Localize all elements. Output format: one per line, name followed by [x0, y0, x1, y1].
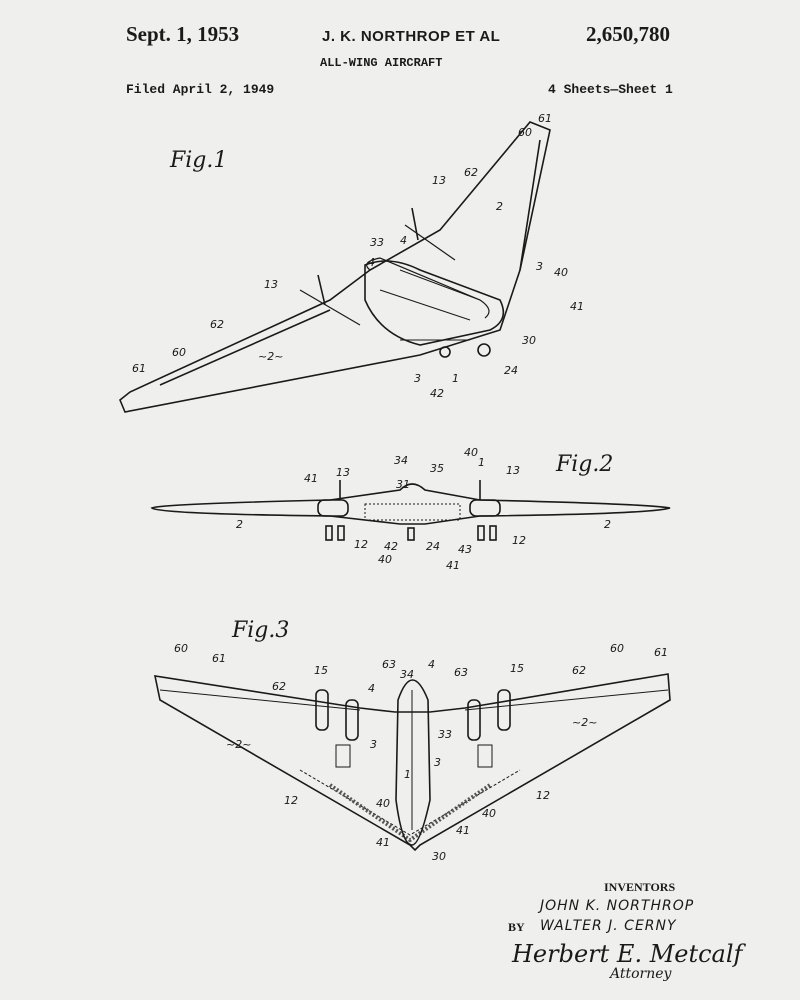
ref-numeral: 3: [434, 756, 441, 769]
by-label: BY: [508, 920, 525, 934]
ref-numeral: 4: [368, 682, 375, 695]
ref-numeral: 12: [354, 538, 368, 551]
ref-numeral: 61: [132, 362, 146, 375]
ref-numeral: 40: [554, 266, 568, 279]
fig2-drawing: [150, 480, 671, 541]
ref-numeral: 34: [394, 454, 408, 467]
fig3-label: Fig.3: [232, 618, 290, 643]
ref-numeral: 12: [536, 789, 550, 802]
attorney-label: Attorney: [610, 966, 672, 982]
ref-numeral: 30: [432, 850, 446, 863]
ref-numeral: 1: [452, 372, 459, 385]
ref-numeral: 2: [604, 518, 611, 531]
ref-numeral: 40: [378, 553, 392, 566]
ref-numeral: 63: [454, 666, 468, 679]
ref-numeral: 41: [446, 559, 460, 572]
ref-numeral: 34: [400, 668, 414, 681]
ref-numeral: 62: [572, 664, 586, 677]
ref-numeral: 41: [570, 300, 584, 313]
ref-numeral: 60: [610, 642, 624, 655]
ref-numeral: 40: [376, 797, 390, 810]
fig2-label: Fig.2: [556, 452, 614, 477]
ref-numeral: 60: [174, 642, 188, 655]
ref-numeral: 63: [382, 658, 396, 671]
ref-numeral: 4: [428, 658, 435, 671]
ref-numeral: 42: [384, 540, 398, 553]
attorney-signature: Herbert E. Metcalf: [512, 940, 743, 968]
fig3-drawing: [153, 673, 671, 852]
filed-date: Filed April 2, 1949: [126, 82, 275, 97]
ref-numeral: 31: [396, 478, 410, 491]
ref-numeral: 42: [430, 387, 444, 400]
ref-numeral: 41: [376, 836, 390, 849]
ref-numeral: 40: [482, 807, 496, 820]
ref-numeral: 2: [236, 518, 243, 531]
ref-numeral: 33: [438, 728, 452, 741]
ref-numeral: 40: [464, 446, 478, 459]
ref-numeral: 60: [172, 346, 186, 359]
ref-numeral: ~2~: [258, 350, 284, 363]
fig1-label: Fig.1: [170, 148, 228, 173]
ref-numeral: 13: [264, 278, 278, 291]
inventor-name-2: WALTER J. CERNY: [540, 918, 677, 934]
ref-numeral: 4: [400, 234, 407, 247]
ref-numeral: 41: [456, 824, 470, 837]
ref-numeral: ~2~: [226, 738, 252, 751]
ref-numeral: 62: [464, 166, 478, 179]
ref-numeral: 3: [414, 372, 421, 385]
ref-numeral: 60: [518, 126, 532, 139]
ref-numeral: 15: [510, 662, 524, 675]
ref-numeral: 61: [654, 646, 668, 659]
ref-numeral: 35: [430, 462, 444, 475]
ref-numeral: 62: [210, 318, 224, 331]
ref-numeral: 12: [284, 794, 298, 807]
ref-numeral: 13: [432, 174, 446, 187]
ref-numeral: 41: [304, 472, 318, 485]
inventor-header: J. K. NORTHROP ET AL: [322, 28, 501, 45]
ref-numeral: 4: [368, 256, 375, 269]
ref-numeral: 61: [538, 112, 552, 125]
ref-numeral: 3: [536, 260, 543, 273]
ref-numeral: 24: [426, 540, 440, 553]
inventors-heading: INVENTORS: [604, 880, 676, 894]
ref-numeral: 30: [522, 334, 536, 347]
inventor-name-1: JOHN K. NORTHROP: [540, 898, 695, 914]
ref-numeral: 24: [504, 364, 518, 377]
ref-numeral: 12: [512, 534, 526, 547]
ref-numeral: 1: [478, 456, 485, 469]
ref-numeral: 1: [404, 768, 411, 781]
ref-numeral: 2: [496, 200, 503, 213]
fig1-drawing: [119, 121, 551, 413]
patent-title: ALL-WING AIRCRAFT: [320, 56, 443, 70]
patent-number: 2,650,780: [586, 22, 670, 46]
sheet-count: 4 Sheets—Sheet 1: [548, 82, 673, 97]
ref-numeral: 62: [272, 680, 286, 693]
patent-date: Sept. 1, 1953: [126, 22, 240, 46]
ref-numeral: 13: [336, 466, 350, 479]
ref-numeral: 13: [506, 464, 520, 477]
ref-numeral: 33: [370, 236, 384, 249]
ref-numeral: 43: [458, 543, 472, 556]
ref-numeral: ~2~: [572, 716, 598, 729]
ref-numeral: 15: [314, 664, 328, 677]
ref-numeral: 3: [370, 738, 377, 751]
ref-numeral: 61: [212, 652, 226, 665]
